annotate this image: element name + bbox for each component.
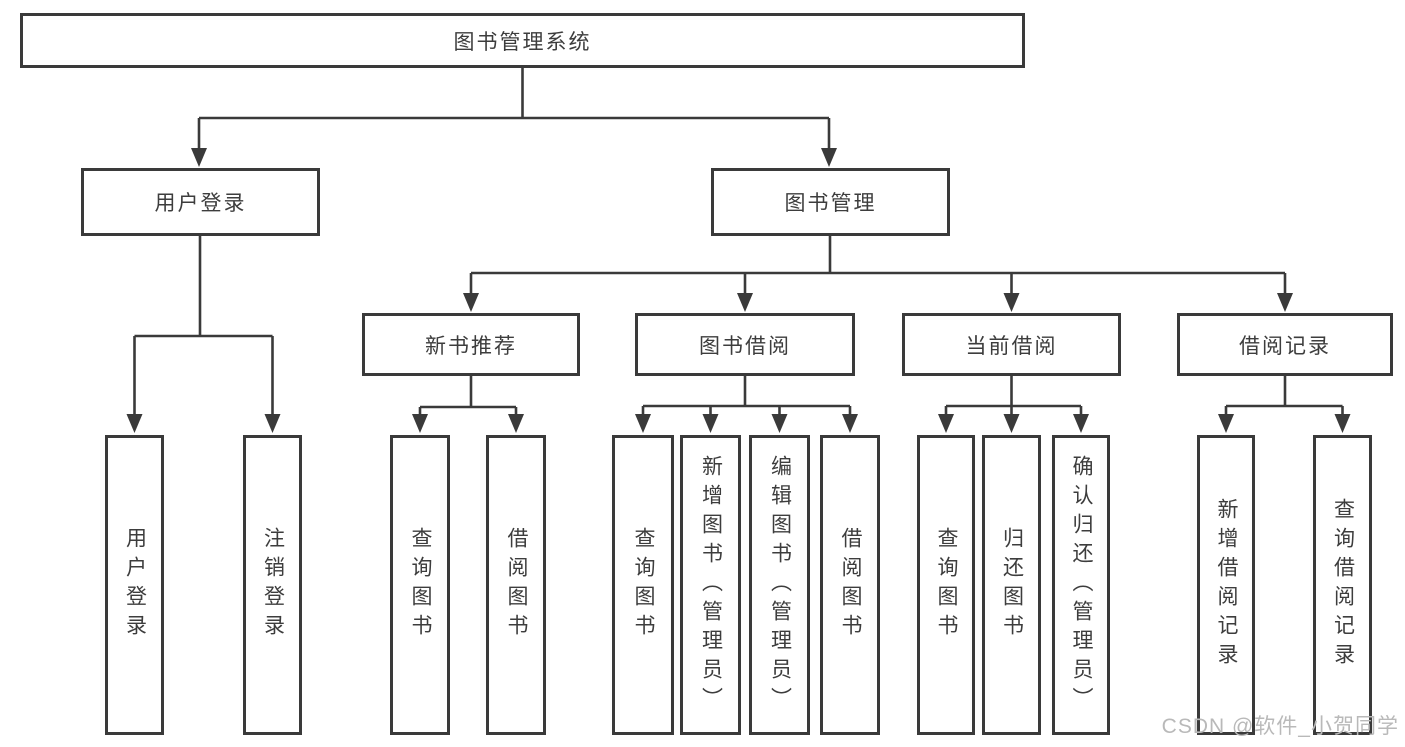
connector-current-borrow-to-leaves [938,376,1089,433]
csdn-watermark: CSDN @软件_小贺同学 [1161,715,1399,738]
node-new-book-recommend: 新书推荐 [362,313,580,376]
leaf-add-book-admin: 新增图书（管理员） [680,435,741,735]
leaf-borrow-books: 借阅图书 [820,435,880,735]
leaf-query-books-borrow: 查询图书 [612,435,674,735]
leaf-query-borrow-record: 查询借阅记录 [1313,435,1372,735]
node-root: 图书管理系统 [20,13,1025,68]
leaf-query-books-recommend: 查询图书 [390,435,450,735]
node-user-login: 用户登录 [81,168,320,236]
leaf-user-login: 用户登录 [105,435,164,735]
leaf-return-books: 归还图书 [982,435,1041,735]
node-borrow-records: 借阅记录 [1177,313,1393,376]
connector-new-book-recommend-to-leaves [412,376,524,433]
leaf-logout: 注销登录 [243,435,302,735]
node-book-borrow: 图书借阅 [635,313,855,376]
leaf-borrow-books-recommend: 借阅图书 [486,435,546,735]
leaf-confirm-return-admin: 确认归还（管理员） [1052,435,1110,735]
connector-user-login-to-leaves [126,236,281,433]
connector-borrow-records-to-leaves [1218,376,1351,433]
leaf-query-books-current: 查询图书 [917,435,975,735]
connector-root-to-level2 [191,68,837,167]
connector-book-borrow-to-leaves [635,376,858,433]
leaf-edit-book-admin: 编辑图书（管理员） [749,435,810,735]
node-book-management: 图书管理 [711,168,950,236]
connector-book-management-to-level3 [463,236,1293,312]
node-current-borrow: 当前借阅 [902,313,1121,376]
leaf-add-borrow-record: 新增借阅记录 [1197,435,1255,735]
